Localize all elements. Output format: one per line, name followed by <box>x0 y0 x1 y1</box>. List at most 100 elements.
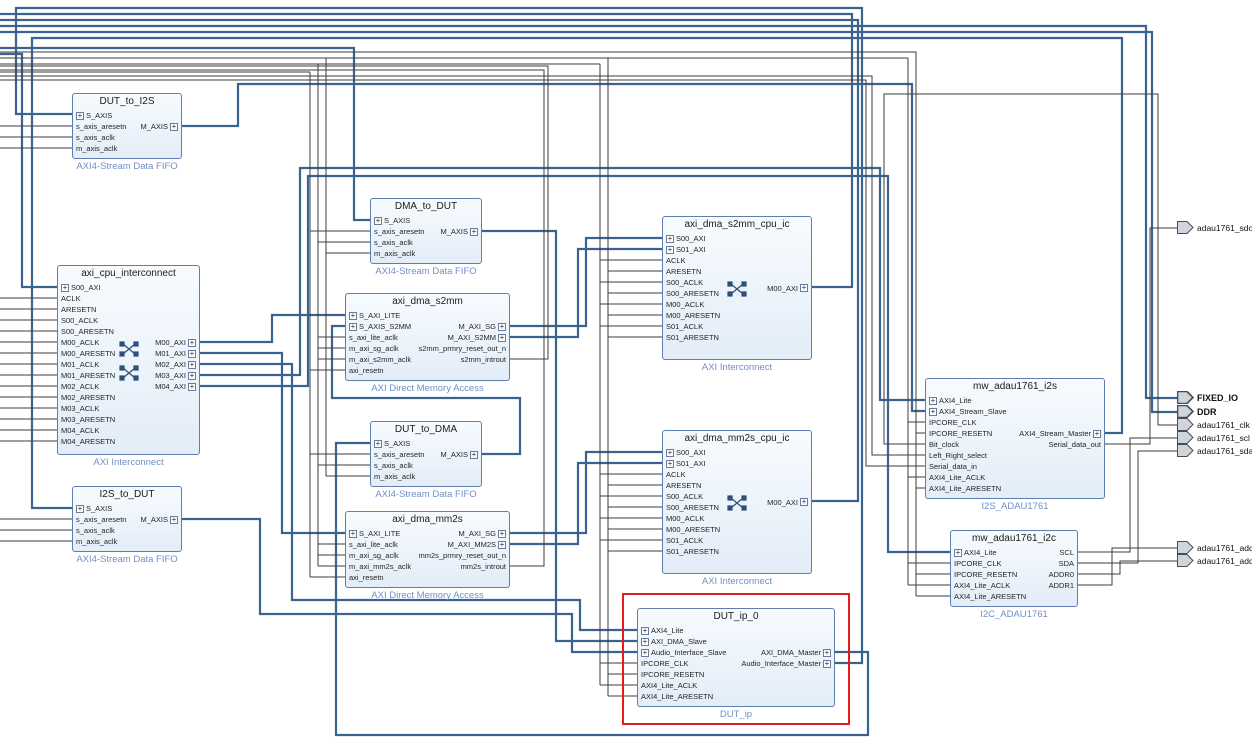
external-port-adau1761_sdout[interactable]: adau1761_sdout <box>1177 221 1252 234</box>
port-mw_adau1761_i2s-Serial_data_in[interactable]: Serial_data_in <box>929 461 977 472</box>
wire-i2s_stream_master[interactable] <box>30 36 1124 510</box>
port-DMA_to_DUT-s_axis_aresetn[interactable]: s_axis_aresetn <box>374 226 424 237</box>
port-axi_dma_s2mm-m_axi_sg_aclk[interactable]: m_axi_sg_aclk <box>349 343 399 354</box>
port-axi_dma_mm2s-M_AXI_SG[interactable]: M_AXI_SG+ <box>458 528 506 539</box>
port-I2S_to_DUT-s_axis_aclk[interactable]: s_axis_aclk <box>76 525 115 536</box>
port-DUT_to_DMA-s_axis_aresetn[interactable]: s_axis_aresetn <box>374 449 424 460</box>
port-axi_cpu_interconnect-M01_ARESETN[interactable]: M01_ARESETN <box>61 370 115 381</box>
port-axi_cpu_interconnect-M04_ACLK[interactable]: M04_ACLK <box>61 425 99 436</box>
port-axi_dma_s2mm_cpu_ic-S01_ARESETN[interactable]: S01_ARESETN <box>666 332 719 343</box>
port-mw_adau1761_i2s-AXI4_Stream_Master[interactable]: AXI4_Stream_Master+ <box>1019 428 1101 439</box>
port-axi_cpu_interconnect-M03_ACLK[interactable]: M03_ACLK <box>61 403 99 414</box>
port-axi_dma_s2mm_cpu_ic-S01_ACLK[interactable]: S01_ACLK <box>666 321 703 332</box>
wire-cpu_m02_axi[interactable] <box>200 362 637 632</box>
expand-plus-icon[interactable]: + <box>61 282 69 292</box>
port-axi_cpu_interconnect-ACLK[interactable]: ACLK <box>61 293 81 304</box>
port-I2S_to_DUT-s_axis_aresetn[interactable]: s_axis_aresetn <box>76 514 126 525</box>
expand-plus-icon[interactable]: + <box>800 497 808 506</box>
wire-dut_to_i2s_m_axis[interactable] <box>182 82 925 413</box>
port-mw_adau1761_i2c-SDA[interactable]: SDA <box>1059 558 1074 569</box>
expand-plus-icon[interactable]: + <box>666 244 674 254</box>
port-axi_dma_s2mm-s2mm_prmry_reset_out_n[interactable]: s2mm_prmry_reset_out_n <box>418 343 506 354</box>
port-axi_cpu_interconnect-ARESETN[interactable]: ARESETN <box>61 304 96 315</box>
port-axi_cpu_interconnect-M02_AXI[interactable]: M02_AXI+ <box>155 359 196 370</box>
port-axi_dma_mm2s_cpu_ic-ACLK[interactable]: ACLK <box>666 469 686 480</box>
port-axi_dma_mm2s_cpu_ic-S01_ARESETN[interactable]: S01_ARESETN <box>666 546 719 557</box>
port-axi_cpu_interconnect-M01_AXI[interactable]: M01_AXI+ <box>155 348 196 359</box>
expand-plus-icon[interactable]: + <box>170 514 178 524</box>
expand-plus-icon[interactable]: + <box>641 647 649 657</box>
port-mw_adau1761_i2c-IPCORE_RESETN[interactable]: IPCORE_RESETN <box>954 569 1017 580</box>
port-mw_adau1761_i2s-IPCORE_RESETN[interactable]: IPCORE_RESETN <box>929 428 992 439</box>
expand-plus-icon[interactable]: + <box>1093 428 1101 438</box>
port-mw_adau1761_i2s-Serial_data_out[interactable]: Serial_data_out <box>1048 439 1101 450</box>
port-axi_dma_s2mm_cpu_ic-S00_ARESETN[interactable]: S00_ARESETN <box>666 288 719 299</box>
port-axi_dma_mm2s_cpu_ic-M00_AXI[interactable]: M00_AXI+ <box>767 497 808 508</box>
port-axi_dma_s2mm_cpu_ic-M00_ACLK[interactable]: M00_ACLK <box>666 299 704 310</box>
wire-addr0[interactable] <box>1078 560 1177 575</box>
external-port-adau1761_addr0[interactable]: adau1761_addr0 <box>1177 554 1252 567</box>
port-mw_adau1761_i2s-Bit_clock[interactable]: Bit_clock <box>929 439 959 450</box>
port-mw_adau1761_i2s-AXI4_Lite_ARESETN[interactable]: AXI4_Lite_ARESETN <box>929 483 1001 494</box>
block-mw_adau1761_i2s[interactable]: mw_adau1761_i2s+AXI4_Lite+AXI4_Stream_Sl… <box>925 378 1105 499</box>
port-mw_adau1761_i2c-ADDR1[interactable]: ADDR1 <box>1049 580 1074 591</box>
port-axi_dma_s2mm-M_AXI_SG[interactable]: M_AXI_SG+ <box>458 321 506 332</box>
external-port-adau1761_sda[interactable]: adau1761_sda <box>1177 444 1252 457</box>
port-axi_cpu_interconnect-M00_ARESETN[interactable]: M00_ARESETN <box>61 348 115 359</box>
port-mw_adau1761_i2c-ADDR0[interactable]: ADDR0 <box>1049 569 1074 580</box>
port-DUT_to_I2S-S_AXIS[interactable]: +S_AXIS <box>76 110 112 121</box>
port-axi_dma_s2mm_cpu_ic-ACLK[interactable]: ACLK <box>666 255 686 266</box>
wire-sda[interactable] <box>1078 450 1177 564</box>
wire-dutip_audio_master[interactable] <box>14 6 864 665</box>
port-axi_cpu_interconnect-M02_ACLK[interactable]: M02_ACLK <box>61 381 99 392</box>
wire-serial_data_in[interactable] <box>0 79 925 467</box>
port-DUT_to_I2S-s_axis_aresetn[interactable]: s_axis_aresetn <box>76 121 126 132</box>
port-axi_cpu_interconnect-S00_ACLK[interactable]: S00_ACLK <box>61 315 98 326</box>
port-DUT_to_I2S-m_axis_aclk[interactable]: m_axis_aclk <box>76 143 117 154</box>
expand-plus-icon[interactable]: + <box>929 395 937 405</box>
wire-mm2s_m_axi_sg[interactable] <box>510 450 662 535</box>
port-axi_dma_mm2s-S_AXI_LITE[interactable]: +S_AXI_LITE <box>349 528 400 539</box>
port-axi_cpu_interconnect-M03_ARESETN[interactable]: M03_ARESETN <box>61 414 115 425</box>
expand-plus-icon[interactable]: + <box>498 539 506 549</box>
wire-bit_clock[interactable] <box>883 93 1177 445</box>
expand-plus-icon[interactable]: + <box>498 332 506 342</box>
port-axi_dma_mm2s-mm2s_prmry_reset_out_n[interactable]: mm2s_prmry_reset_out_n <box>418 550 506 561</box>
port-axi_dma_mm2s_cpu_ic-M00_ACLK[interactable]: M00_ACLK <box>666 513 704 524</box>
external-port-adau1761_addr1[interactable]: adau1761_addr1 <box>1177 541 1252 554</box>
expand-plus-icon[interactable]: + <box>188 348 196 358</box>
port-DUT_to_DMA-M_AXIS[interactable]: M_AXIS+ <box>440 449 478 460</box>
expand-plus-icon[interactable]: + <box>170 121 178 131</box>
port-mw_adau1761_i2s-AXI4_Lite[interactable]: +AXI4_Lite <box>929 395 972 406</box>
port-axi_dma_mm2s-M_AXI_MM2S[interactable]: M_AXI_MM2S+ <box>448 539 506 550</box>
expand-plus-icon[interactable]: + <box>188 370 196 380</box>
wire-mm2s_stream[interactable] <box>0 46 370 222</box>
expand-plus-icon[interactable]: + <box>641 636 649 646</box>
expand-plus-icon[interactable]: + <box>666 233 674 243</box>
port-axi_cpu_interconnect-M02_ARESETN[interactable]: M02_ARESETN <box>61 392 115 403</box>
wire-serial_data_out[interactable] <box>1105 227 1177 445</box>
port-axi_dma_s2mm-m_axi_s2mm_aclk[interactable]: m_axi_s2mm_aclk <box>349 354 411 365</box>
expand-plus-icon[interactable]: + <box>349 528 357 538</box>
port-axi_dma_mm2s_cpu_ic-S01_ACLK[interactable]: S01_ACLK <box>666 535 703 546</box>
port-axi_cpu_interconnect-S00_AXI[interactable]: +S00_AXI <box>61 282 101 293</box>
port-DUT_ip_0-IPCORE_CLK[interactable]: IPCORE_CLK <box>641 658 689 669</box>
port-DMA_to_DUT-m_axis_aclk[interactable]: m_axis_aclk <box>374 248 415 259</box>
expand-plus-icon[interactable]: + <box>498 321 506 331</box>
port-axi_cpu_interconnect-M04_ARESETN[interactable]: M04_ARESETN <box>61 436 115 447</box>
port-axi_cpu_interconnect-M01_ACLK[interactable]: M01_ACLK <box>61 359 99 370</box>
port-axi_dma_s2mm-M_AXI_S2MM[interactable]: M_AXI_S2MM+ <box>448 332 506 343</box>
port-DMA_to_DUT-M_AXIS[interactable]: M_AXIS+ <box>440 226 478 237</box>
expand-plus-icon[interactable]: + <box>823 647 831 657</box>
port-DUT_to_DMA-m_axis_aclk[interactable]: m_axis_aclk <box>374 471 415 482</box>
expand-plus-icon[interactable]: + <box>954 547 962 557</box>
port-axi_cpu_interconnect-S00_ARESETN[interactable]: S00_ARESETN <box>61 326 114 337</box>
port-mw_adau1761_i2s-AXI4_Lite_ACLK[interactable]: AXI4_Lite_ACLK <box>929 472 985 483</box>
port-DUT_to_I2S-s_axis_aclk[interactable]: s_axis_aclk <box>76 132 115 143</box>
wire-cpu_m00_axi[interactable] <box>200 313 345 344</box>
